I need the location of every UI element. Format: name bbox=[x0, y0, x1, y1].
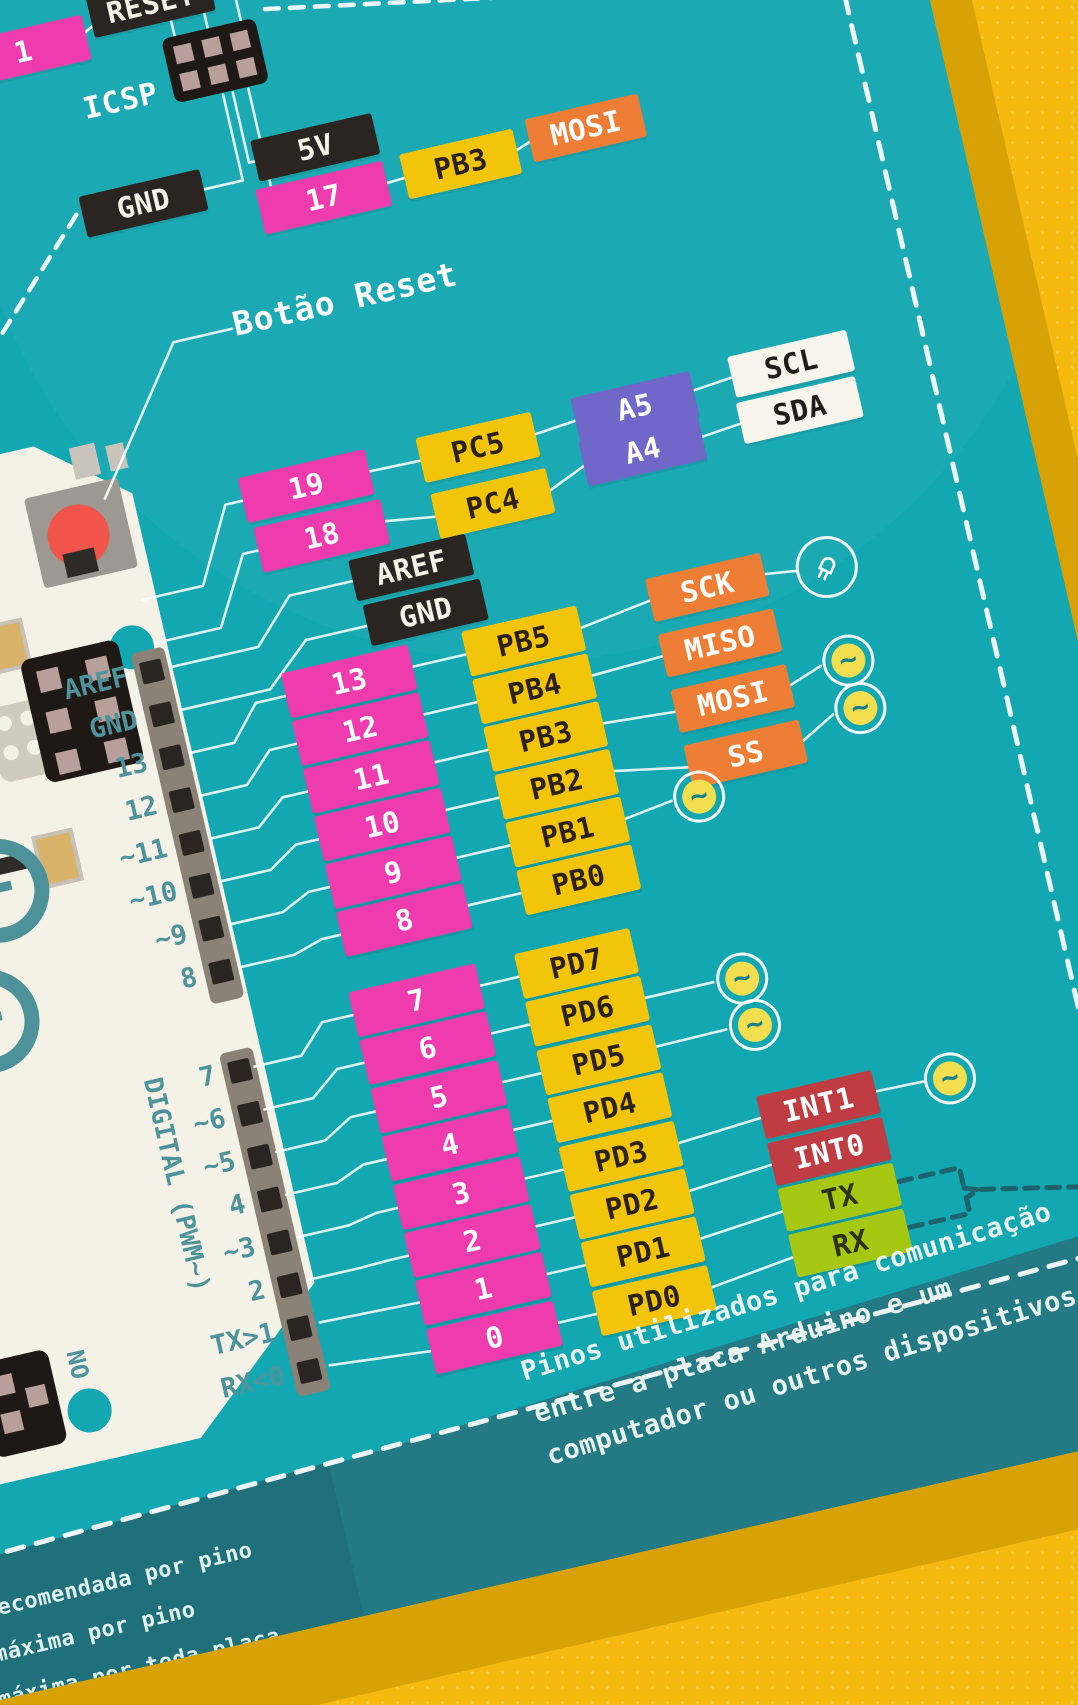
traces bbox=[80, 0, 925, 1367]
dashed-border bbox=[0, 0, 1078, 1589]
serial-dashed-bracket bbox=[896, 1164, 1078, 1230]
led-icon bbox=[789, 529, 864, 605]
dashed-connectors bbox=[0, 0, 845, 340]
